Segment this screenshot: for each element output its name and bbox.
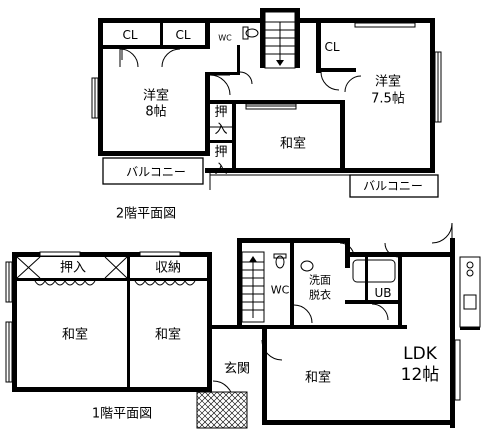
washroom-line2-label: 脱衣 bbox=[309, 288, 331, 302]
closet-mid-label: CL bbox=[175, 28, 190, 42]
balcony-left-label: バルコニー bbox=[126, 165, 186, 179]
ldk-size-label: 12帖 bbox=[401, 365, 440, 385]
western-room-right-size: 7.5帖 bbox=[371, 92, 405, 107]
wc-1f-label: WC bbox=[271, 284, 290, 297]
closet-2f-bottom-label: 押入 bbox=[214, 145, 227, 177]
floor-2-plan: CL CL WC CL 洋室 8帖 洋室 7.5帖 和室 バルコニー バルコニー… bbox=[91, 8, 442, 222]
floor-2-caption: 2階平面図 bbox=[116, 207, 176, 222]
unit-bath-label: UB bbox=[374, 286, 391, 300]
closet-right-label: CL bbox=[324, 40, 339, 54]
western-room-right-name: 洋室 bbox=[375, 74, 401, 90]
western-room-left-size: 8帖 bbox=[145, 105, 166, 120]
washroom-line1-label: 洗面 bbox=[309, 274, 331, 287]
closet-1f-label: 押入 bbox=[60, 261, 86, 276]
storage-1f-label: 収納 bbox=[155, 261, 181, 276]
western-room-left-name: 洋室 bbox=[143, 88, 169, 104]
japanese-room-1f-left-label: 和室 bbox=[62, 327, 88, 343]
wc-2f-label: WC bbox=[218, 34, 232, 43]
ldk-name-label: LDK bbox=[403, 344, 438, 364]
closet-2f-top-label: 押入 bbox=[214, 105, 227, 137]
floor-1-caption: 1階平面図 bbox=[92, 407, 152, 422]
japanese-room-1f-bottom-label: 和室 bbox=[305, 370, 331, 386]
balcony-right-label: バルコニー bbox=[363, 179, 423, 193]
japanese-room-1f-mid-label: 和室 bbox=[155, 327, 181, 343]
japanese-room-2f-label: 和室 bbox=[280, 136, 306, 152]
floor-1-plan: 押入 収納 和室 和室 WC 洗面 脱衣 UB 玄関 和室 LDK 12帖 1階… bbox=[5, 222, 481, 429]
closet-left-label: CL bbox=[122, 28, 137, 42]
entrance-label: 玄関 bbox=[224, 362, 250, 377]
entrance-tile-hatch bbox=[197, 392, 247, 428]
